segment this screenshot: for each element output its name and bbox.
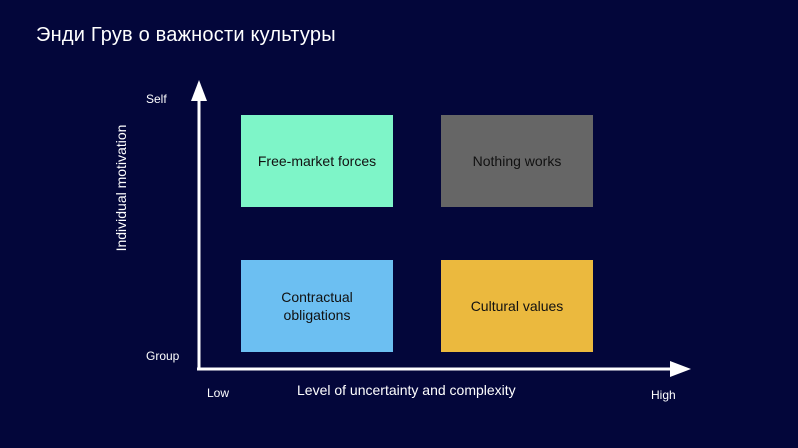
x-axis-arrow-icon bbox=[670, 361, 691, 377]
quadrant-free-market-forces: Free-market forces bbox=[241, 115, 393, 207]
quadrant-label: Contractual obligations bbox=[281, 289, 353, 323]
quadrant-label: Free-market forces bbox=[257, 153, 377, 169]
y-axis-title: Individual motivation bbox=[113, 124, 129, 252]
x-axis-title: Level of uncertainty and complexity bbox=[297, 382, 516, 398]
x-axis-left-label: Low bbox=[207, 386, 230, 400]
y-axis-top-label: Self bbox=[146, 92, 167, 106]
y-axis-arrow-icon bbox=[191, 80, 207, 101]
x-axis-right-label: High bbox=[651, 388, 676, 402]
y-axis-bottom-label: Group bbox=[146, 349, 180, 363]
quadrant-cultural-values: Cultural values bbox=[441, 260, 593, 352]
quadrant-label: Cultural values bbox=[470, 298, 564, 314]
quadrant-nothing-works: Nothing works bbox=[441, 115, 593, 207]
quadrant-label: Nothing works bbox=[472, 153, 562, 169]
slide-title: Энди Грув о важности культуры bbox=[36, 24, 336, 46]
quadrant-contractual-obligations: Contractual obligations bbox=[241, 260, 393, 352]
